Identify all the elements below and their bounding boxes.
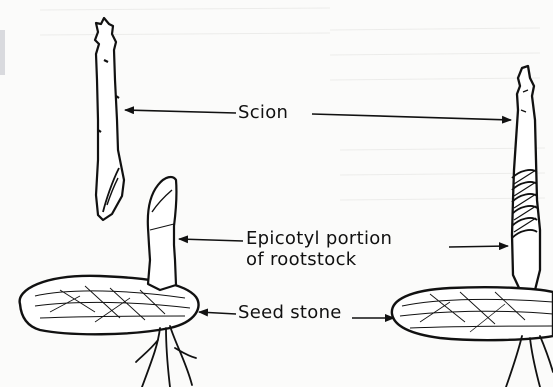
arrow-epicotyl-right <box>449 246 508 247</box>
arrow-scion-left <box>125 110 236 113</box>
arrow-seed-left <box>199 312 236 314</box>
scion-left <box>95 18 124 220</box>
arrow-epicotyl-left <box>179 239 243 241</box>
rootstock-left <box>148 177 177 290</box>
seed-stone-right <box>392 287 553 340</box>
roots-right <box>506 336 553 387</box>
label-epicotyl-line2: of rootstock <box>246 250 357 269</box>
grafted-plant-right <box>512 66 540 290</box>
label-scion: Scion <box>238 103 288 122</box>
label-epicotyl-line1: Epicotyl portion <box>246 229 392 248</box>
arrow-scion-right <box>312 114 511 120</box>
roots-left <box>136 326 196 387</box>
label-seed-stone: Seed stone <box>238 303 342 322</box>
